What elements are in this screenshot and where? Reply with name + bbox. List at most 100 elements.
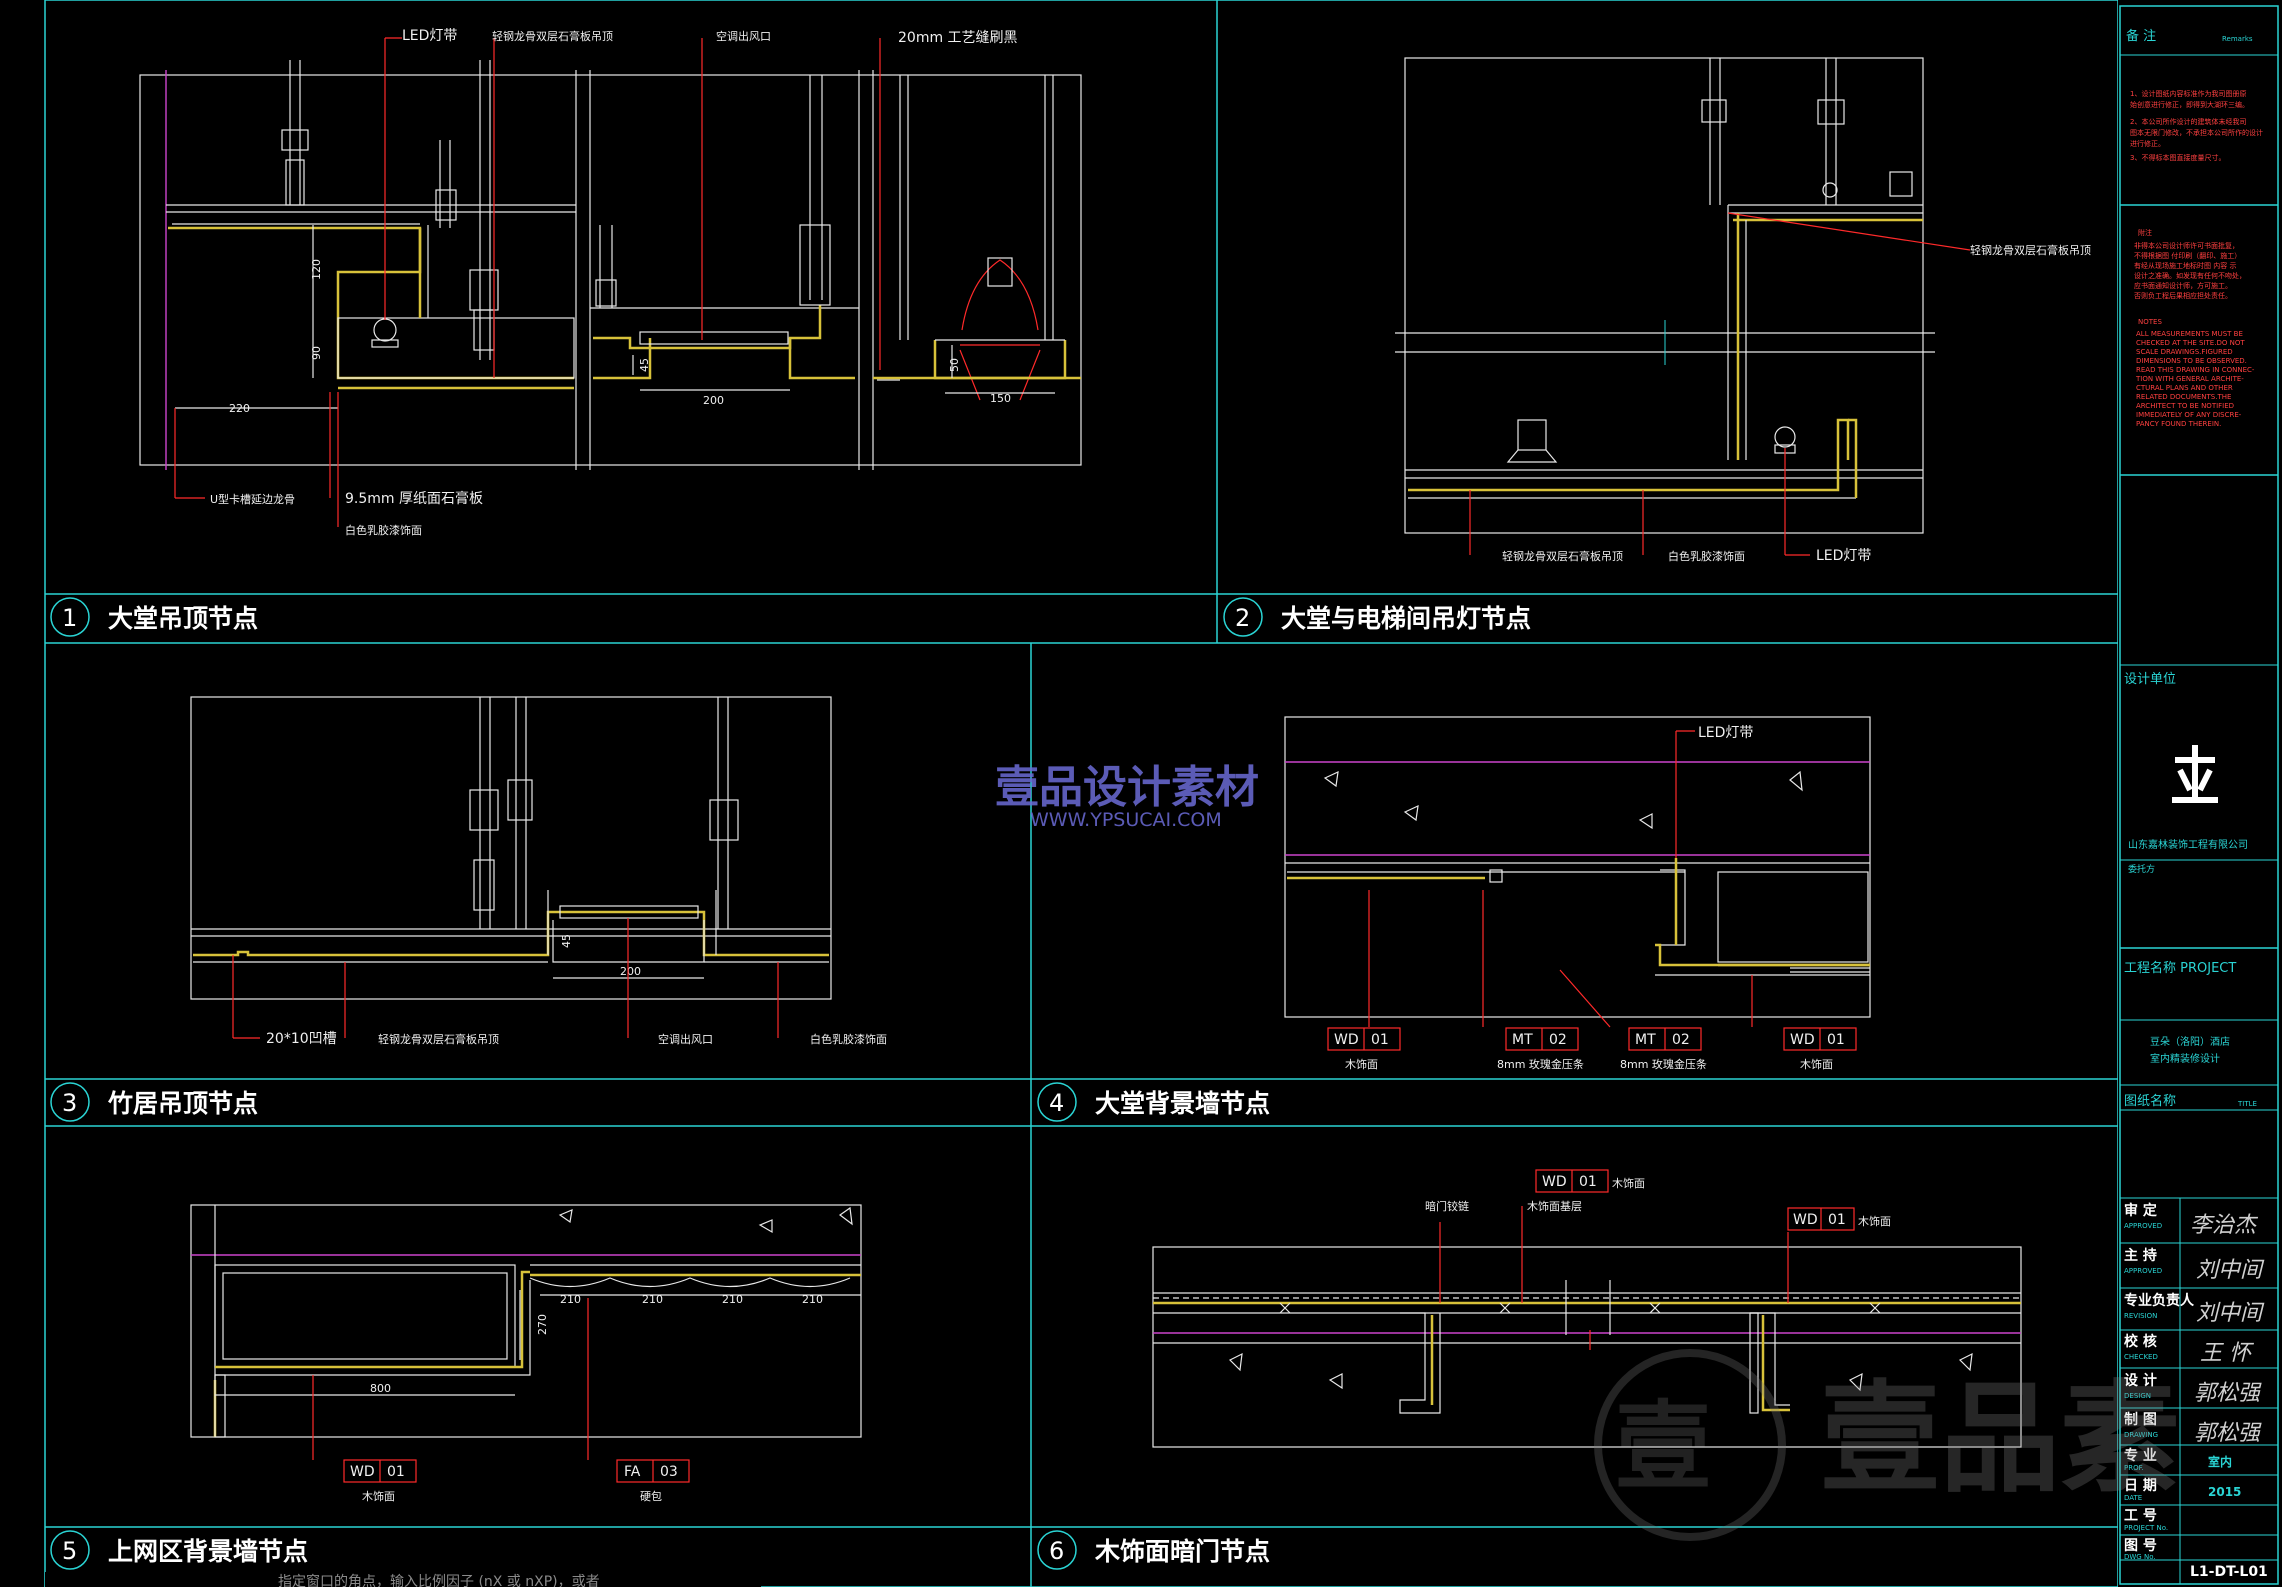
panel-5-title-text: 上网区背景墙节点 [108, 1537, 308, 1566]
panel-2-title: 2 大堂与电梯间吊灯节点 [1223, 597, 1531, 637]
remarks-lines: 1、设计图纸内容标准作为我司图册原 始创意进行修正，即得到大湖环三编。 2、本公… [2130, 89, 2263, 162]
svg-text:01: 01 [1371, 1032, 1389, 1048]
dim-270: 270 [536, 1314, 549, 1335]
dwg-no-label: 图 号 [2124, 1538, 2157, 1554]
svg-text:1: 1 [62, 604, 77, 632]
dim-150: 150 [990, 392, 1011, 405]
dim-210-b: 210 [642, 1293, 663, 1306]
svg-text:校 核: 校 核 [2124, 1333, 2157, 1350]
footer-command-text: 指定窗口的角点，输入比例因子 (nX 或 nXP)，或者 [278, 1573, 600, 1587]
company-name: 山东嘉林装饰工程有限公司 [2128, 838, 2248, 851]
dim-45: 45 [560, 934, 573, 948]
panel-4-title: 4 大堂背景墙节点 [1037, 1082, 1270, 1122]
svg-text:设 计: 设 计 [2124, 1372, 2157, 1389]
remarks-en: Remarks [2222, 35, 2253, 43]
dim-50: 50 [948, 358, 961, 372]
svg-text:进行修正。: 进行修正。 [2130, 139, 2165, 148]
major-value: 室内 [2208, 1454, 2232, 1469]
label-ceiling: 轻钢龙骨双层石膏板吊顶 [492, 29, 613, 43]
notes-lines: ALL MEASUREMENTS MUST BE CHECKED AT THE … [2135, 330, 2255, 428]
panel-6: 暗门铰链 木饰面基层 [1152, 1199, 2022, 1448]
svg-text:木饰面: 木饰面 [1858, 1214, 1891, 1228]
svg-text:8mm 玫瑰金压条: 8mm 玫瑰金压条 [1620, 1057, 1707, 1071]
svg-text:02: 02 [1672, 1032, 1690, 1048]
svg-text:CTURAL PLANS AND OTHER: CTURAL PLANS AND OTHER [2136, 384, 2233, 392]
signature-revision: 刘中间 [2196, 1301, 2265, 1326]
dim-200: 200 [703, 394, 724, 407]
panel-6-title: 6 木饰面暗门节点 [1037, 1530, 1270, 1570]
project-no-label: 工 号 [2124, 1508, 2157, 1524]
svg-text:WD: WD [350, 1464, 375, 1480]
svg-text:APPROVED: APPROVED [2124, 1267, 2162, 1275]
dim-200: 200 [620, 965, 641, 978]
svg-text:3: 3 [62, 1089, 77, 1117]
signature-row-5: 设 计 DESIGN 郭松强 [2124, 1372, 2262, 1406]
tag-wd-01: WD 01 木饰面 [343, 1459, 417, 1503]
label-vent: 空调出风口 [716, 29, 771, 43]
svg-text:WD: WD [1542, 1174, 1567, 1190]
svg-text:木饰面: 木饰面 [1800, 1057, 1833, 1071]
svg-text:WD: WD [1334, 1032, 1359, 1048]
client-label: 委托方 [2128, 863, 2155, 875]
signature-checked: 王 怀 [2200, 1341, 2255, 1366]
svg-text:5: 5 [62, 1537, 77, 1565]
label-ceiling-top: 轻钢龙骨双层石膏板吊顶 [1970, 243, 2091, 257]
svg-text:始创意进行修正，即得到大湖环三编。: 始创意进行修正，即得到大湖环三编。 [2130, 100, 2249, 109]
signature-row-2: 主 持 APPROVED 刘中间 [2124, 1247, 2265, 1283]
panel-4: LED灯带 [1284, 716, 1871, 1028]
svg-text:PANCY FOUND THEREIN.: PANCY FOUND THEREIN. [2136, 420, 2221, 428]
note-cn-title: 附注 [2138, 228, 2152, 237]
panel-4-tags: WD 01 木饰面 MT 02 8mm 玫瑰金压条 MT 02 8mm 玫瑰金压… [1327, 1027, 1857, 1071]
svg-text:硬包: 硬包 [640, 1490, 662, 1503]
dim-800: 800 [370, 1382, 391, 1395]
svg-text:应书面通知设计师，方可施工。: 应书面通知设计师，方可施工。 [2134, 281, 2232, 290]
signature-drawing: 郭松强 [2194, 1421, 2262, 1446]
panel-5: 210 210 210 210 270 800 [190, 1204, 862, 1460]
svg-text:主 持: 主 持 [2124, 1247, 2157, 1264]
project-label: 工程名称 PROJECT [2124, 960, 2236, 976]
tag-fa-03: FA 03 硬包 [616, 1459, 690, 1503]
remarks-cn: 备 注 [2126, 28, 2156, 44]
dim-210-d: 210 [802, 1293, 823, 1306]
dwg-no-value: L1-DT-L01 [2190, 1564, 2268, 1580]
svg-text:01: 01 [387, 1464, 405, 1480]
signature-design: 郭松强 [2194, 1381, 2262, 1406]
svg-text:不得根据图 付印刷（翻印、施工）: 不得根据图 付印刷（翻印、施工） [2134, 251, 2241, 260]
dim-220: 220 [229, 402, 250, 415]
label-board: 9.5mm 厚纸面石膏板 [345, 490, 483, 507]
svg-text:8mm 玫瑰金压条: 8mm 玫瑰金压条 [1497, 1057, 1584, 1071]
panel-6-tags: WD 01 木饰面 WD 01 木饰面 [1535, 1169, 1891, 1231]
svg-text:CHECKED AT THE SITE.DO NOT: CHECKED AT THE SITE.DO NOT [2136, 339, 2245, 347]
svg-text:PROF.: PROF. [2124, 1464, 2144, 1472]
svg-text:WD: WD [1793, 1212, 1818, 1228]
panel-2: 轻钢龙骨双层石膏板吊顶 轻钢龙骨双层石膏板吊顶 白色乳胶漆饰面 LED灯带 [1395, 57, 2091, 564]
watermark-url: WWW.YPSUCAI.COM [1030, 809, 1222, 831]
panel-1-title: 1 大堂吊顶节点 [50, 597, 258, 637]
watermark: 壹品设计素材 WWW.YPSUCAI.COM 壹 壹品素 [995, 762, 2180, 1541]
svg-text:APPROVED: APPROVED [2124, 1222, 2162, 1230]
svg-text:否则负工程后果相应担处责任。: 否则负工程后果相应担处责任。 [2134, 291, 2232, 300]
svg-text:壹: 壹 [1615, 1391, 1711, 1503]
title-block: 备 注 Remarks 1、设计图纸内容标准作为我司图册原 始创意进行修正，即得… [2118, 0, 2282, 1587]
major-label: 专 业 [2124, 1447, 2157, 1464]
panel-6-title-text: 木饰面暗门节点 [1094, 1537, 1270, 1566]
svg-text:制 图: 制 图 [2124, 1411, 2157, 1428]
signature-host: 刘中间 [2196, 1258, 2265, 1283]
title-label-en: TITLE [2237, 1100, 2257, 1108]
dim-90: 90 [310, 346, 323, 360]
svg-text:03: 03 [660, 1464, 678, 1480]
svg-text:01: 01 [1827, 1032, 1845, 1048]
panel-4-title-text: 大堂背景墙节点 [1095, 1089, 1270, 1118]
svg-text:DATE: DATE [2124, 1494, 2142, 1502]
label-vent: 空调出风口 [658, 1032, 713, 1046]
company-logo-icon [2172, 745, 2218, 803]
tag-mt-02-a: MT 02 8mm 玫瑰金压条 [1497, 1027, 1584, 1071]
svg-text:DIMENSIONS TO BE OBSERVED.: DIMENSIONS TO BE OBSERVED. [2136, 357, 2247, 365]
dim-210-c: 210 [722, 1293, 743, 1306]
svg-text:ALL MEASUREMENTS MUST BE: ALL MEASUREMENTS MUST BE [2136, 330, 2243, 338]
svg-text:非得本公司设计师许可书面批复，: 非得本公司设计师许可书面批复， [2134, 241, 2239, 250]
svg-text:TION WITH GENERAL ARCHITE-: TION WITH GENERAL ARCHITE- [2135, 375, 2244, 383]
svg-text:6: 6 [1049, 1537, 1064, 1565]
label-ceiling: 轻钢龙骨双层石膏板吊顶 [1502, 549, 1623, 563]
panel-1: 220 120 90 45 200 50 150 LED灯带 轻钢龙骨双层石膏板… [139, 28, 1082, 537]
